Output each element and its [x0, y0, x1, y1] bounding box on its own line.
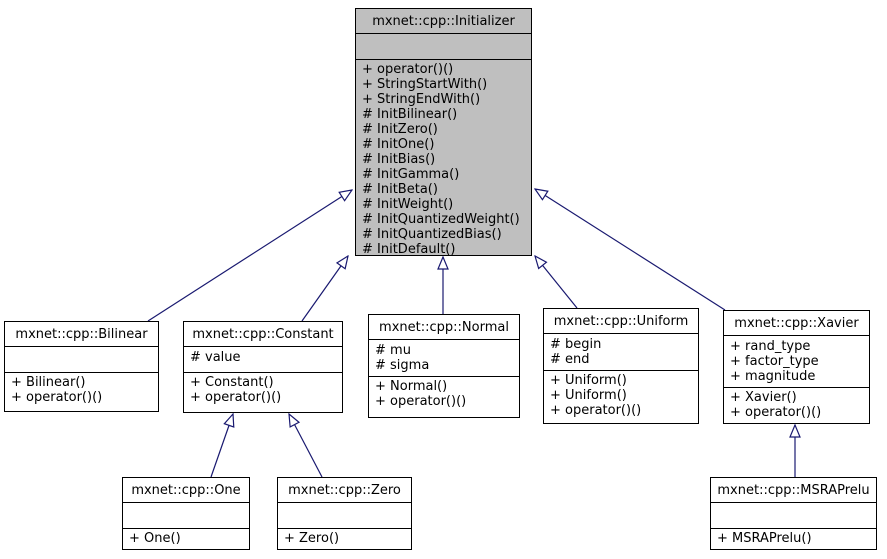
class-methods: + Zero() [278, 529, 411, 549]
class-node-zero[interactable]: mxnet::cpp::Zero + Zero() [277, 477, 412, 550]
method: # InitOne() [362, 137, 435, 152]
class-node-xavier[interactable]: mxnet::cpp::Xavier + rand_type+ factor_t… [723, 310, 870, 424]
class-attributes [356, 34, 531, 60]
method: + MSRAPrelu() [717, 531, 812, 546]
method: + Zero() [284, 531, 340, 546]
class-attributes [711, 503, 876, 529]
class-node-one[interactable]: mxnet::cpp::One + One() [122, 477, 250, 550]
edge-one-constant [210, 414, 233, 478]
edge-uniform-initializer [535, 256, 578, 309]
class-title: mxnet::cpp::Constant [184, 322, 342, 347]
method: + StringEndWith() [362, 92, 481, 107]
class-title: mxnet::cpp::Uniform [544, 309, 698, 334]
method: + operator()() [190, 390, 282, 405]
method: # InitQuantizedBias() [362, 227, 502, 242]
attribute: # end [550, 352, 590, 367]
class-node-uniform[interactable]: mxnet::cpp::Uniform # begin# end + Unifo… [543, 308, 699, 424]
edge-xavier-initializer [535, 189, 726, 311]
method: + Xavier() [730, 390, 797, 405]
method: + StringStartWith() [362, 77, 488, 92]
attribute: + factor_type [730, 354, 819, 369]
method: + Constant() [190, 375, 274, 390]
class-node-msraprelu[interactable]: mxnet::cpp::MSRAPrelu + MSRAPrelu() [710, 477, 877, 550]
class-title: mxnet::cpp::One [123, 478, 249, 503]
class-title: mxnet::cpp::Normal [369, 315, 519, 340]
class-attributes: + rand_type+ factor_type+ magnitude [724, 336, 869, 388]
class-attributes [123, 503, 249, 529]
class-attributes: # mu# sigma [369, 340, 519, 377]
class-methods: + Xavier()+ operator()() [724, 388, 869, 423]
class-methods: + operator()()+ StringStartWith()+ Strin… [356, 60, 531, 255]
method: # InitBilinear() [362, 107, 458, 122]
class-title: mxnet::cpp::Zero [278, 478, 411, 503]
method: # InitZero() [362, 122, 438, 137]
method: + operator()() [362, 62, 454, 77]
class-attributes: # value [184, 347, 342, 373]
edge-zero-constant [289, 414, 323, 478]
method: + Normal() [375, 379, 448, 394]
class-attributes [278, 503, 411, 529]
class-methods: + One() [123, 529, 249, 549]
edge-constant-initializer [301, 256, 348, 322]
class-methods: + Normal()+ operator()() [369, 377, 519, 417]
method: # InitGamma() [362, 167, 460, 182]
class-title: mxnet::cpp::MSRAPrelu [711, 478, 876, 503]
class-node-bilinear[interactable]: mxnet::cpp::Bilinear + Bilinear()+ opera… [4, 321, 159, 412]
class-node-initializer[interactable]: mxnet::cpp::Initializer + operator()()+ … [355, 8, 532, 256]
method: # InitDefault() [362, 242, 456, 255]
class-title: mxnet::cpp::Xavier [724, 311, 869, 336]
method: + operator()() [11, 390, 103, 405]
method: + operator()() [375, 394, 467, 409]
class-node-constant[interactable]: mxnet::cpp::Constant # value + Constant(… [183, 321, 343, 413]
method: + Uniform() [550, 373, 627, 388]
method: + operator()() [550, 403, 642, 418]
class-methods: + MSRAPrelu() [711, 529, 876, 549]
class-node-normal[interactable]: mxnet::cpp::Normal # mu# sigma + Normal(… [368, 314, 520, 418]
attribute: # sigma [375, 358, 430, 373]
method: + Uniform() [550, 388, 627, 403]
class-title: mxnet::cpp::Initializer [356, 9, 531, 34]
method: + One() [129, 531, 181, 546]
method: # InitBias() [362, 152, 436, 167]
method: # InitWeight() [362, 197, 454, 212]
attribute: # begin [550, 337, 602, 352]
class-methods: + Uniform()+ Uniform()+ operator()() [544, 371, 698, 423]
attribute: # mu [375, 343, 411, 358]
class-attributes [5, 347, 158, 373]
attribute: # value [190, 350, 241, 365]
class-title: mxnet::cpp::Bilinear [5, 322, 158, 347]
class-attributes: # begin# end [544, 334, 698, 371]
method: # InitBeta() [362, 182, 438, 197]
method: # InitQuantizedWeight() [362, 212, 520, 227]
method: + operator()() [730, 405, 822, 420]
edge-bilinear-initializer [147, 190, 352, 322]
class-methods: + Bilinear()+ operator()() [5, 373, 158, 411]
attribute: + magnitude [730, 369, 816, 384]
class-methods: + Constant()+ operator()() [184, 373, 342, 412]
attribute: + rand_type [730, 339, 811, 354]
method: + Bilinear() [11, 375, 86, 390]
